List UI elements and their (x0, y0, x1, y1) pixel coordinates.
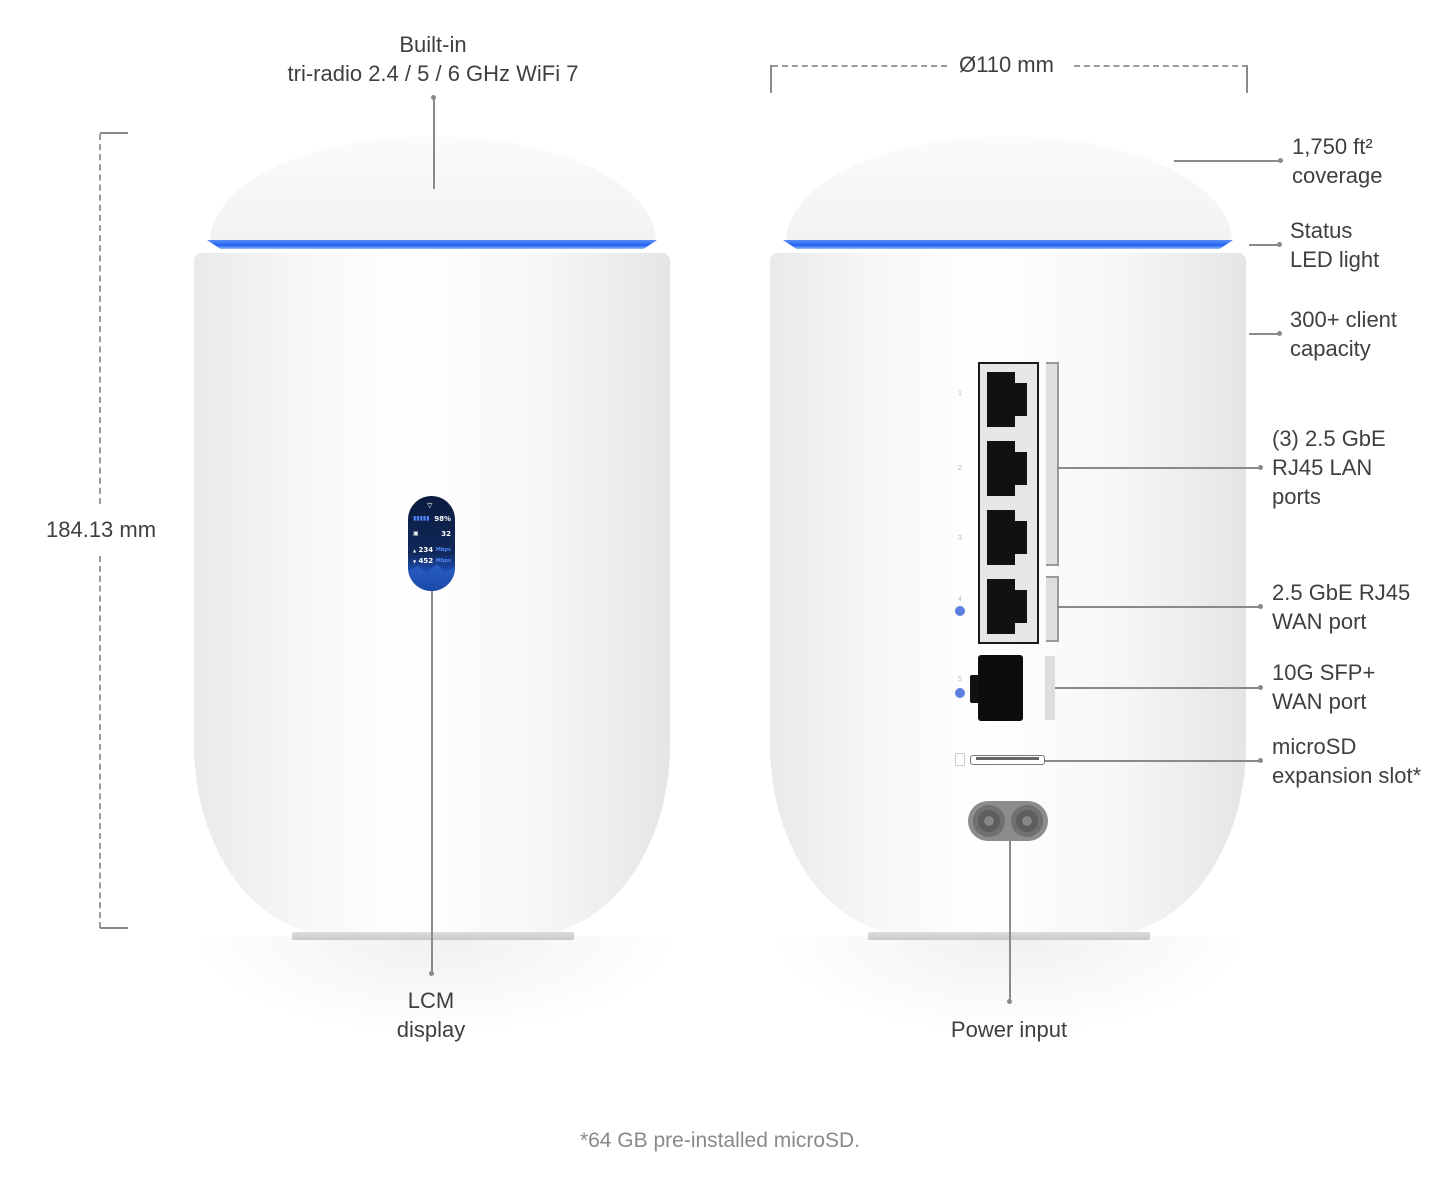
port-number-5: 5 (958, 676, 962, 683)
port-number-3: 3 (958, 535, 962, 542)
microsd-callout-line (1045, 760, 1261, 762)
wan-globe-icon (955, 606, 965, 616)
wifi-callout-line2: tri-radio 2.4 / 5 / 6 GHz WiFi 7 (287, 61, 579, 86)
client-capacity-line1: 300+ client (1290, 307, 1398, 332)
sfp-label-strip (1045, 656, 1055, 720)
lan-ports-callout-line (1057, 467, 1261, 469)
port-number-1: 1 (958, 390, 962, 397)
height-label: 184.13 mm (46, 517, 157, 542)
rj45-port-block (978, 362, 1039, 644)
lcm-upload: ▲ 234 (413, 546, 434, 554)
lan-ports-callout-dot (1258, 465, 1263, 470)
client-capacity-callout-line (1249, 333, 1279, 335)
wan-sfp-line2: WAN port (1272, 689, 1367, 714)
wan-sfp-callout: 10G SFP+ WAN port (1272, 658, 1375, 716)
wan-rj45-line2: WAN port (1272, 609, 1367, 634)
client-capacity-callout: 300+ client capacity (1290, 305, 1397, 363)
sfp-port[interactable] (978, 655, 1023, 721)
lcm-download: ▼ 452 (413, 557, 434, 565)
height-bracket-bottom (100, 927, 128, 929)
diameter-bracket-left (770, 65, 772, 93)
port-number-4: 4 (958, 596, 962, 603)
lan-ports-line2: RJ45 LAN (1272, 455, 1373, 480)
lcm-callout: LCM display (351, 986, 511, 1044)
coverage-callout: 1,750 ft² coverage (1292, 132, 1383, 190)
lcm-clients: 32 (441, 530, 451, 538)
upload-arrow-icon: ▲ (413, 548, 417, 553)
lcm-signal-percent: 98% (434, 515, 451, 523)
wan-rj45-callout-line (1057, 606, 1261, 608)
front-status-led (207, 240, 657, 249)
client-capacity-callout-dot (1277, 331, 1282, 336)
diameter-dim-line-right (1074, 65, 1248, 67)
coverage-line1: 1,750 ft² (1292, 134, 1373, 159)
wan-port-bracket (1046, 576, 1059, 642)
power-input-port[interactable] (968, 801, 1048, 841)
front-device-shadow (190, 936, 680, 1036)
diameter-bracket-right (1246, 65, 1248, 93)
sfp-latch (970, 675, 979, 703)
coverage-callout-line (1174, 160, 1280, 162)
lan-ports-line1: (3) 2.5 GbE (1272, 426, 1386, 451)
port-number-2: 2 (958, 465, 962, 472)
microsd-slot[interactable] (970, 755, 1045, 765)
height-dim-line-lower (99, 556, 101, 928)
lcm-callout-line2: display (396, 1017, 466, 1042)
sfp-globe-icon (955, 688, 965, 698)
power-callout: Power input (950, 1017, 1068, 1042)
microsd-callout-dot (1258, 758, 1263, 763)
lcm-callout-line (431, 591, 433, 973)
status-led-callout-line (1249, 244, 1279, 246)
wifi-callout-line (433, 97, 435, 189)
wan-rj45-line1: 2.5 GbE RJ45 (1272, 580, 1411, 605)
coverage-line2: coverage (1292, 163, 1383, 188)
lcm-download-unit: Mbps (435, 558, 451, 564)
wifi-icon: ⌔ (426, 501, 434, 510)
power-pin-left (973, 805, 1005, 837)
wifi-callout: Built-in tri-radio 2.4 / 5 / 6 GHz WiFi … (250, 30, 616, 88)
lan-port-1[interactable] (987, 372, 1027, 427)
client-capacity-line2: capacity (1290, 336, 1371, 361)
clients-icon: ▣ (413, 530, 419, 537)
wan-rj45-callout-dot (1258, 604, 1263, 609)
diameter-dim-line-left (772, 65, 947, 67)
power-pin-right (1011, 805, 1043, 837)
wan-sfp-callout-line (1055, 687, 1261, 689)
lan-ports-bracket (1046, 362, 1059, 566)
wan-rj45-callout: 2.5 GbE RJ45 WAN port (1272, 578, 1410, 636)
wifi-callout-line1: Built-in (399, 32, 467, 57)
signal-bars-icon: ▮▮▮▮▮ (413, 515, 430, 522)
coverage-callout-dot (1278, 158, 1283, 163)
power-callout-dot (1007, 999, 1012, 1004)
status-led-callout-dot (1277, 242, 1282, 247)
microsd-callout: microSD expansion slot* (1272, 732, 1421, 790)
status-led-callout: Status LED light (1290, 216, 1379, 274)
status-led-line1: Status (1290, 218, 1353, 243)
footnote: *64 GB pre-installed microSD. (579, 1129, 861, 1152)
back-status-led (783, 240, 1233, 249)
status-led-line2: LED light (1290, 247, 1380, 272)
height-dim-line-upper (99, 134, 101, 504)
lan-ports-line3: ports (1272, 484, 1321, 509)
height-bracket-top (100, 132, 128, 134)
lcm-callout-dot (429, 971, 434, 976)
microsd-line2: expansion slot* (1272, 763, 1422, 788)
power-callout-line (1009, 841, 1011, 1001)
wan-sfp-callout-dot (1258, 685, 1263, 690)
lan-port-2[interactable] (987, 441, 1027, 496)
lcm-upload-unit: Mbps (435, 547, 451, 553)
back-device-dome (786, 136, 1232, 242)
diameter-label: Ø110 mm (959, 52, 1054, 77)
lan-port-3[interactable] (987, 510, 1027, 565)
front-device-base (292, 932, 574, 940)
lan-ports-callout: (3) 2.5 GbE RJ45 LAN ports (1272, 424, 1386, 511)
download-arrow-icon: ▼ (413, 559, 417, 564)
microsd-line1: microSD (1272, 734, 1357, 759)
lcm-wave-graphic (408, 564, 455, 591)
lcm-callout-line1: LCM (407, 988, 455, 1013)
microsd-icon (955, 753, 965, 766)
wan-port-rj45[interactable] (987, 579, 1027, 634)
wan-sfp-line1: 10G SFP+ (1272, 660, 1376, 685)
lcm-display: ⌔ ▮▮▮▮▮ 98% ▣ 32 ▲ 234 Mbps ▼ 452 Mbps (408, 496, 455, 591)
